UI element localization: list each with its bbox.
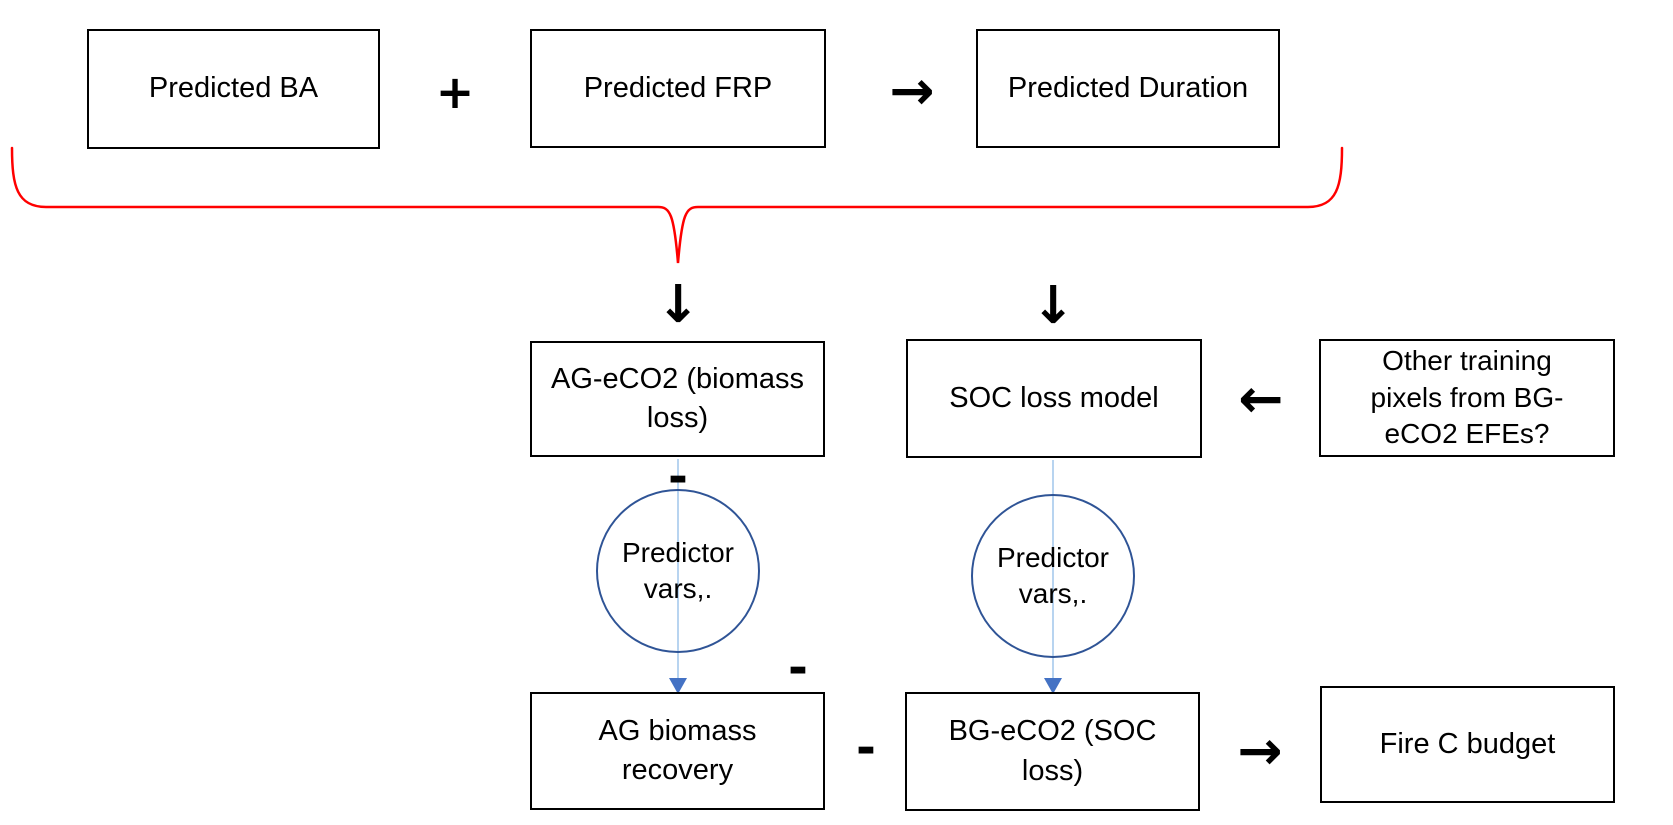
box-label-line: pixels from BG- bbox=[1370, 381, 1564, 413]
box-label-line: eCO2 EFEs? bbox=[1384, 418, 1550, 450]
box-label: Fire C budget bbox=[1379, 727, 1556, 760]
down-arrow-icon: ↓ bbox=[1031, 276, 1075, 336]
box-label-line: AG-eCO2 (biomass bbox=[550, 362, 804, 395]
circle-label-line: vars,. bbox=[1018, 578, 1088, 609]
right-arrow-icon: → bbox=[1237, 718, 1283, 782]
box-bg-eco2-soc-loss: BG-eCO2 (SOC loss) bbox=[905, 692, 1200, 811]
circle-label-line: Predictor bbox=[621, 536, 735, 568]
circle-label-line: vars,. bbox=[643, 573, 713, 604]
box-fire-c-budget: Fire C budget bbox=[1320, 686, 1615, 803]
box-predicted-frp: Predicted FRP bbox=[530, 29, 826, 148]
box-ag-eco2-biomass-loss: AG-eCO2 (biomass loss) bbox=[530, 341, 825, 457]
box-label-line: AG biomass bbox=[598, 714, 757, 747]
box-label-line: loss) bbox=[646, 402, 709, 434]
down-arrow-icon: ↓ bbox=[656, 275, 700, 335]
box-label: Predicted FRP bbox=[583, 71, 773, 104]
minus-operator-icon: - bbox=[856, 720, 876, 776]
box-other-training-pixels: Other training pixels from BG- eCO2 EFEs… bbox=[1319, 339, 1615, 457]
plus-operator-icon: + bbox=[435, 65, 475, 119]
box-label-line: BG-eCO2 (SOC bbox=[948, 715, 1157, 748]
box-label-line: Other training bbox=[1382, 344, 1552, 376]
minus-operator-icon: - bbox=[788, 640, 808, 696]
box-predicted-ba: Predicted BA bbox=[87, 29, 380, 149]
circle-predictor-vars-left: Predictor vars,. bbox=[596, 489, 760, 653]
box-label-line: recovery bbox=[621, 754, 734, 786]
left-arrow-icon: ← bbox=[1238, 366, 1284, 430]
red-brace bbox=[10, 146, 1344, 264]
box-label: Predicted Duration bbox=[1007, 71, 1249, 104]
right-arrow-icon: → bbox=[889, 58, 935, 122]
box-label: Predicted BA bbox=[148, 72, 319, 105]
box-ag-biomass-recovery: AG biomass recovery bbox=[530, 692, 825, 810]
box-label: SOC loss model bbox=[949, 381, 1159, 414]
circle-predictor-vars-right: Predictor vars,. bbox=[971, 494, 1135, 658]
box-predicted-duration: Predicted Duration bbox=[976, 29, 1280, 148]
circle-label-line: Predictor bbox=[996, 541, 1110, 573]
box-label-line: loss) bbox=[1021, 754, 1084, 787]
box-soc-loss-model: SOC loss model bbox=[906, 339, 1202, 458]
